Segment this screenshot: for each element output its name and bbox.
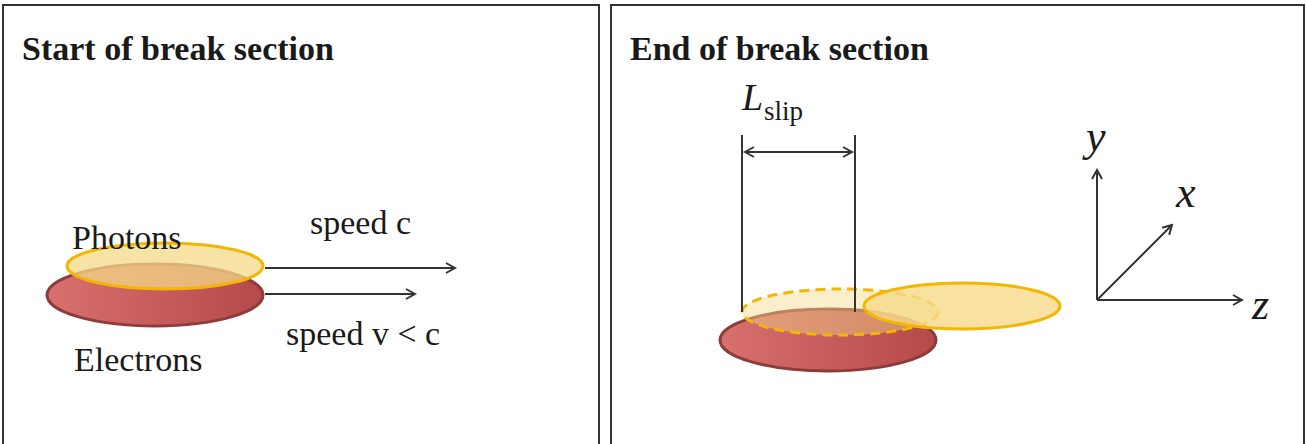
bunch-label: Photons bbox=[72, 218, 182, 257]
velocity-arrow bbox=[265, 293, 415, 295]
axis-label: x bbox=[1176, 168, 1196, 219]
photon-pulse bbox=[864, 283, 1060, 329]
speed-label: speed v < c bbox=[286, 314, 440, 353]
axis-arrow bbox=[1097, 299, 1242, 301]
panel-heading: End of break section bbox=[630, 30, 929, 68]
dimension-subscript: slip bbox=[764, 96, 803, 127]
panel: End of break section bbox=[610, 4, 1305, 444]
axis-label: z bbox=[1252, 280, 1269, 331]
axis-arrow bbox=[1096, 170, 1098, 300]
velocity-arrow bbox=[265, 267, 455, 269]
panel-heading: Start of break section bbox=[22, 30, 334, 68]
dimension-symbol: L bbox=[742, 76, 763, 120]
slip-dimension bbox=[745, 151, 852, 153]
axis-label: y bbox=[1086, 112, 1106, 163]
dimension-tick bbox=[854, 135, 856, 312]
axis-arrow bbox=[1097, 225, 1172, 300]
dimension-tick bbox=[741, 135, 743, 312]
speed-label: speed c bbox=[310, 203, 411, 242]
bunch-label: Electrons bbox=[74, 340, 202, 379]
